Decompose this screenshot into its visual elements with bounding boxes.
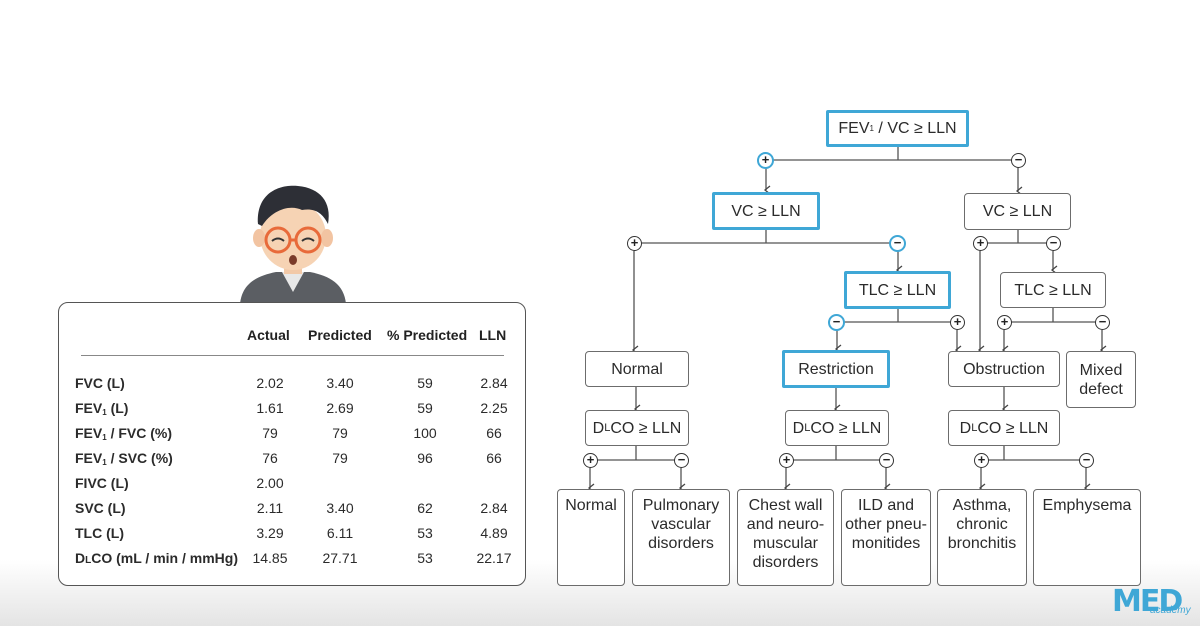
cell-lln: 2.84 bbox=[480, 500, 508, 516]
row-label: FEV1 (L) bbox=[75, 400, 129, 417]
outcome-chest-wall: Chest wall and neuro-muscular disorders bbox=[737, 489, 834, 586]
outcome-asthma: Asthma, chronic bronchitis bbox=[937, 489, 1027, 586]
cell-percent: 53 bbox=[417, 550, 433, 566]
cell-percent: 59 bbox=[417, 400, 433, 416]
table-row: TLC (L) 3.29 6.11 53 4.89 bbox=[59, 525, 527, 547]
plus-sign: + bbox=[627, 236, 642, 251]
plus-sign: + bbox=[950, 315, 965, 330]
cell-predicted: 6.11 bbox=[326, 525, 354, 541]
table-row: FEV1 / SVC (%) 76 79 96 66 bbox=[59, 450, 527, 472]
cell-actual: 3.29 bbox=[256, 525, 284, 541]
cell-lln: 22.17 bbox=[476, 550, 512, 566]
cell-percent: 100 bbox=[413, 425, 437, 441]
row-label: TLC (L) bbox=[75, 525, 124, 541]
node-tlc-right: TLC ≥ LLN bbox=[1000, 272, 1106, 308]
node-normal: Normal bbox=[585, 351, 689, 387]
row-label: DLCO (mL / min / mmHg) bbox=[75, 550, 238, 566]
cell-actual: 2.11 bbox=[256, 500, 284, 516]
plus-sign: + bbox=[757, 152, 774, 169]
cell-lln: 2.84 bbox=[480, 375, 508, 391]
header-actual: Actual bbox=[247, 327, 290, 343]
cell-actual: 76 bbox=[262, 450, 278, 466]
logo-subtitle: academy bbox=[1150, 605, 1191, 616]
table-row: FIVC (L) 2.00 bbox=[59, 475, 527, 497]
cell-percent: 96 bbox=[417, 450, 433, 466]
row-label: SVC (L) bbox=[75, 500, 126, 516]
outcome-normal: Normal bbox=[557, 489, 625, 586]
cell-lln: 66 bbox=[486, 450, 502, 466]
cell-predicted: 27.71 bbox=[322, 550, 358, 566]
cell-predicted: 3.40 bbox=[326, 375, 354, 391]
node-mixed-defect: Mixed defect bbox=[1066, 351, 1136, 408]
row-label: FVC (L) bbox=[75, 375, 125, 391]
node-vc-left: VC ≥ LLN bbox=[712, 192, 820, 230]
cell-predicted: 79 bbox=[332, 450, 348, 466]
minus-sign: − bbox=[1095, 315, 1110, 330]
plus-sign: + bbox=[779, 453, 794, 468]
header-predicted: Predicted bbox=[308, 327, 372, 343]
table-row: DLCO (mL / min / mmHg) 14.85 27.71 53 22… bbox=[59, 550, 527, 572]
cell-percent: 62 bbox=[417, 500, 433, 516]
outcome-ild: ILD and other pneu-monitides bbox=[841, 489, 931, 586]
cell-percent: 53 bbox=[417, 525, 433, 541]
table-row: FEV1 (L) 1.61 2.69 59 2.25 bbox=[59, 400, 527, 422]
row-label: FEV1 / FVC (%) bbox=[75, 425, 173, 442]
cell-actual: 2.00 bbox=[256, 475, 284, 491]
table-row: FVC (L) 2.02 3.40 59 2.84 bbox=[59, 375, 527, 397]
cell-predicted: 2.69 bbox=[326, 400, 354, 416]
table-row: SVC (L) 2.11 3.40 62 2.84 bbox=[59, 500, 527, 522]
node-tlc-left: TLC ≥ LLN bbox=[844, 271, 951, 309]
outcome-emphysema: Emphysema bbox=[1033, 489, 1141, 586]
minus-sign: − bbox=[1079, 453, 1094, 468]
plus-sign: + bbox=[583, 453, 598, 468]
cell-actual: 79 bbox=[262, 425, 278, 441]
minus-sign: − bbox=[674, 453, 689, 468]
cell-lln: 4.89 bbox=[480, 525, 508, 541]
node-restriction: Restriction bbox=[782, 350, 890, 388]
outcome-pulmonary-vascular: Pulmonary vascular disorders bbox=[632, 489, 730, 586]
cell-predicted: 3.40 bbox=[326, 500, 354, 516]
cell-lln: 66 bbox=[486, 425, 502, 441]
doctor-avatar bbox=[240, 185, 346, 304]
node-vc-right: VC ≥ LLN bbox=[964, 193, 1071, 230]
minus-sign: − bbox=[879, 453, 894, 468]
cell-actual: 14.85 bbox=[252, 550, 288, 566]
row-label: FIVC (L) bbox=[75, 475, 129, 491]
plus-sign: + bbox=[997, 315, 1012, 330]
cell-predicted: 79 bbox=[332, 425, 348, 441]
minus-sign: − bbox=[1011, 153, 1026, 168]
plus-sign: + bbox=[973, 236, 988, 251]
header-percent-predicted: % Predicted bbox=[387, 327, 468, 343]
minus-sign: − bbox=[1046, 236, 1061, 251]
results-table: Actual Predicted % Predicted LLN FVC (L)… bbox=[58, 302, 526, 586]
minus-sign: − bbox=[828, 314, 845, 331]
minus-sign: − bbox=[889, 235, 906, 252]
cell-lln: 2.25 bbox=[480, 400, 508, 416]
cell-actual: 2.02 bbox=[256, 375, 284, 391]
cell-actual: 1.61 bbox=[256, 400, 284, 416]
header-divider bbox=[81, 355, 504, 356]
header-lln: LLN bbox=[479, 327, 507, 343]
node-obstruction: Obstruction bbox=[948, 351, 1060, 387]
cell-percent: 59 bbox=[417, 375, 433, 391]
logo: MED bbox=[1112, 584, 1183, 619]
table-row: FEV1 / FVC (%) 79 79 100 66 bbox=[59, 425, 527, 447]
plus-sign: + bbox=[974, 453, 989, 468]
row-label: FEV1 / SVC (%) bbox=[75, 450, 173, 467]
